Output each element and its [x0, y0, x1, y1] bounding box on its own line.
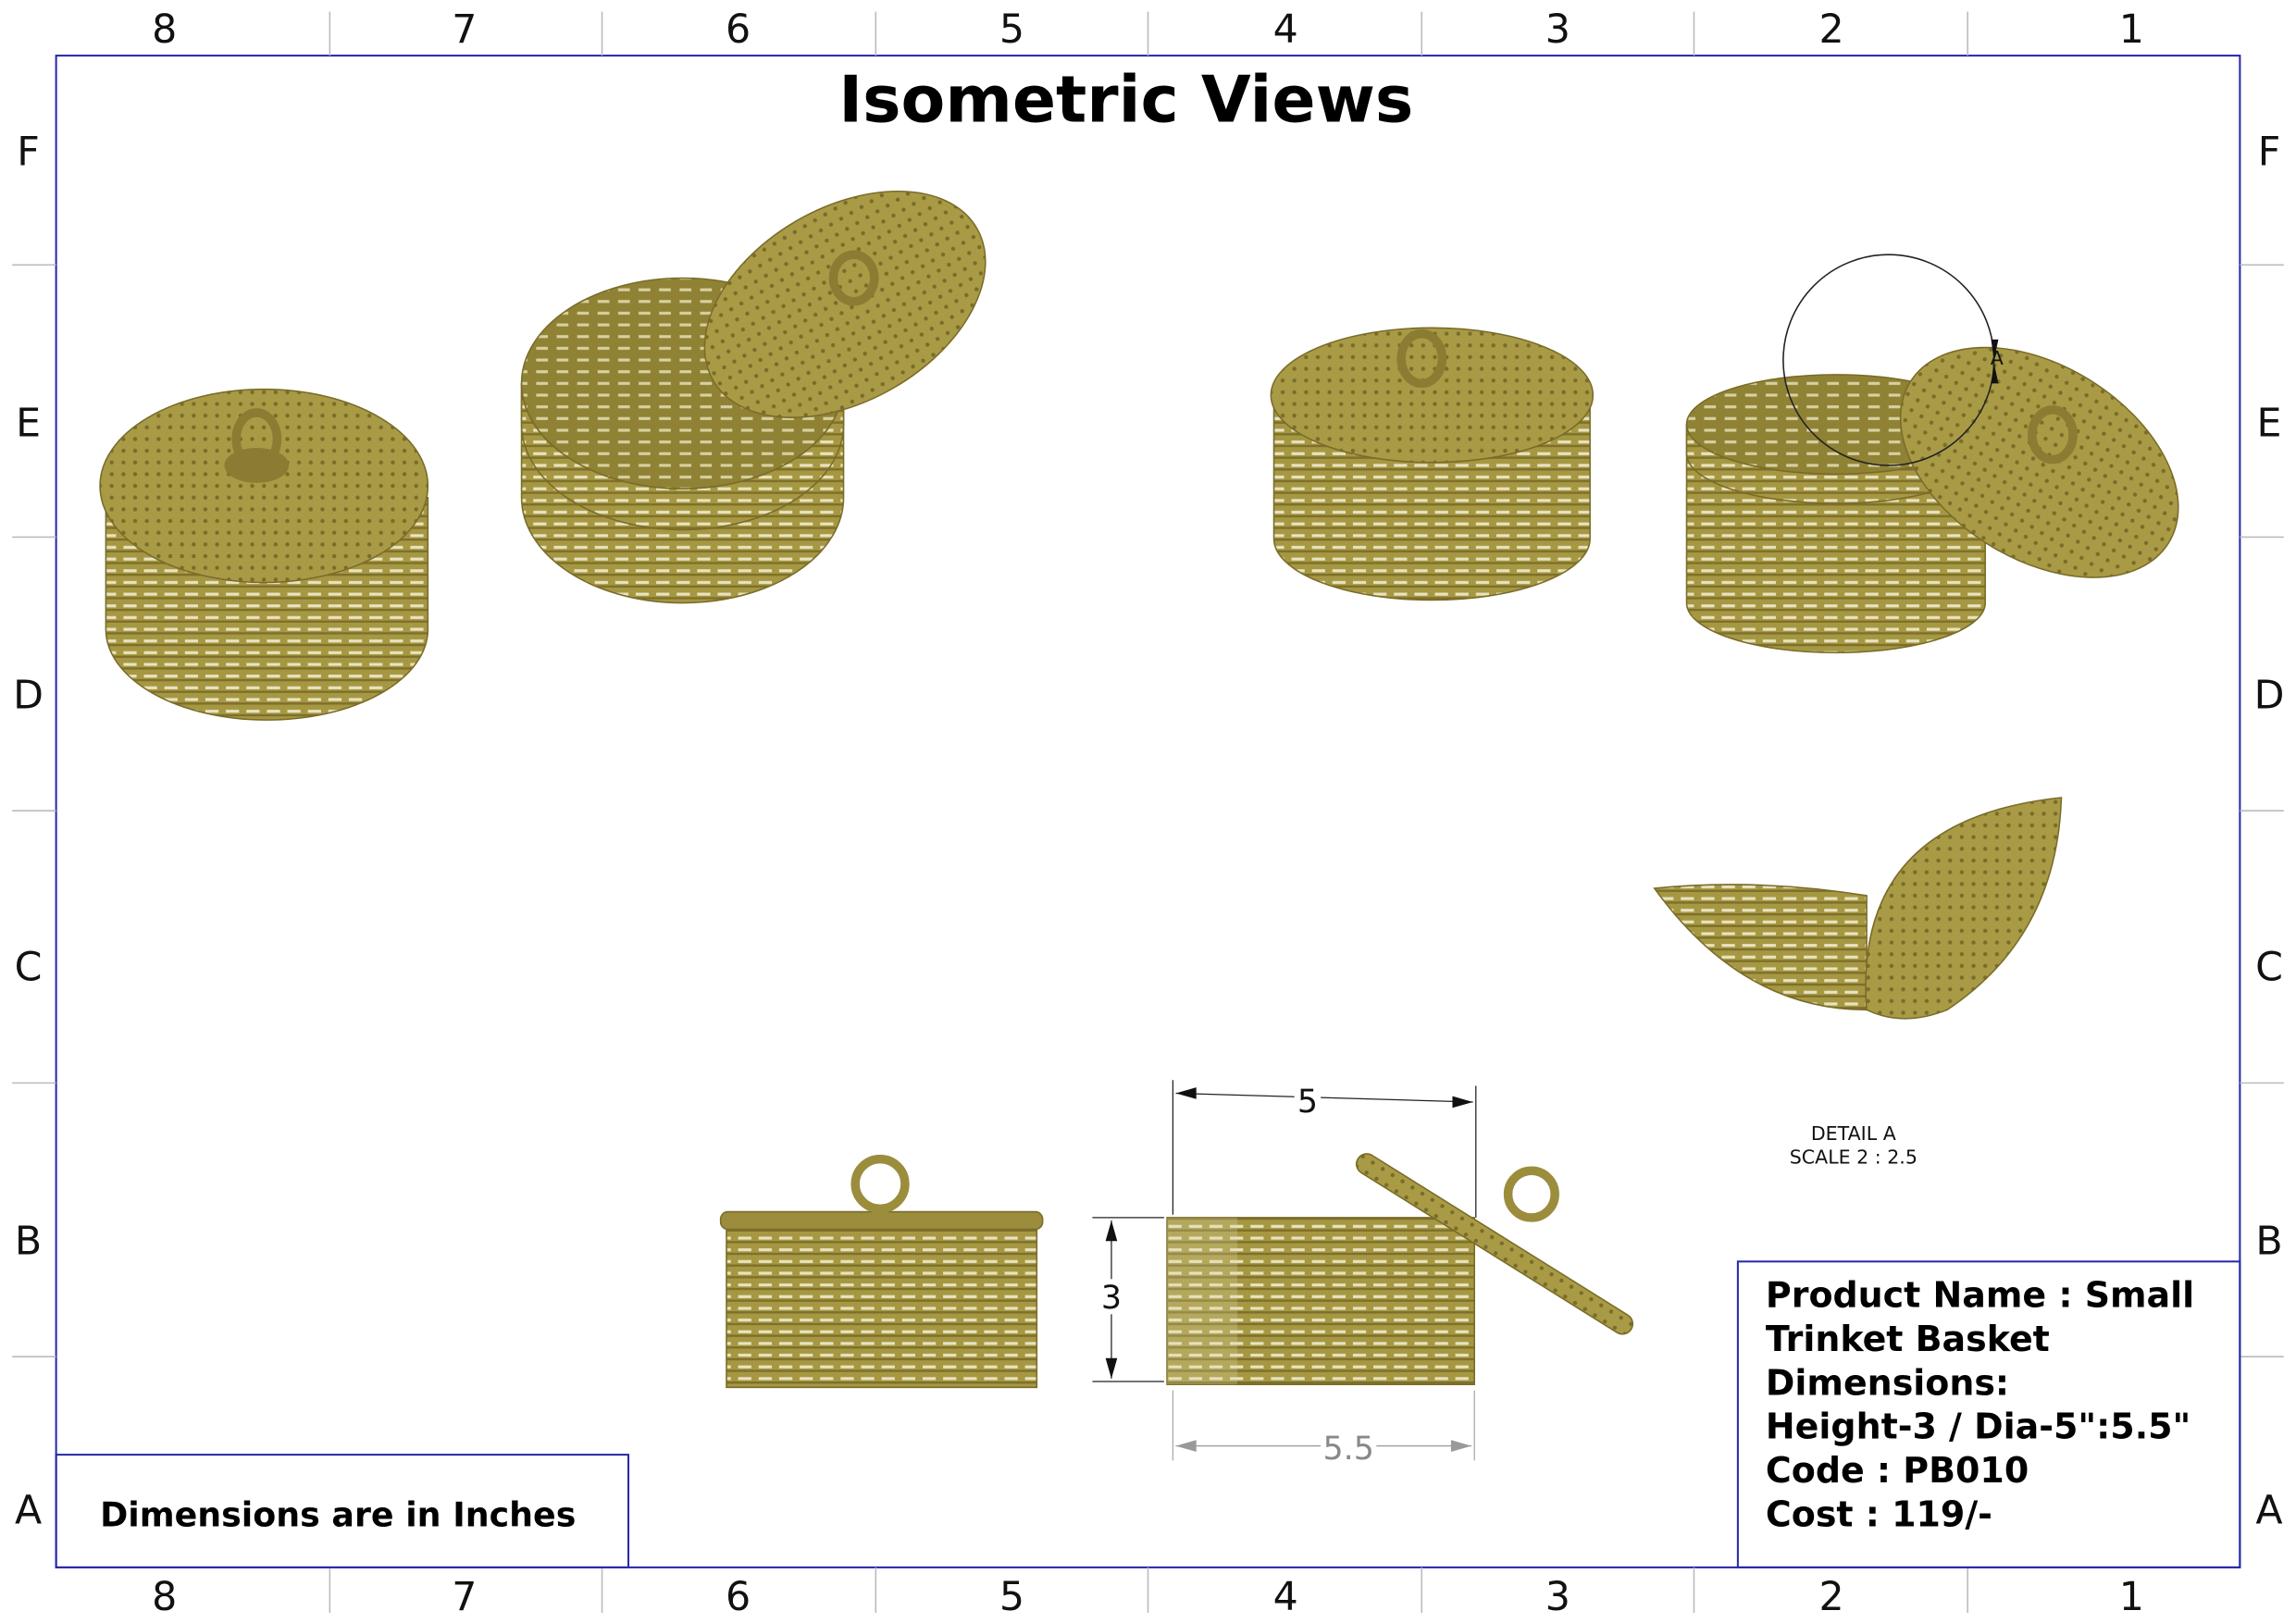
row-labels-left: F E D C B A — [13, 130, 43, 1534]
svg-text:5: 5 — [999, 1574, 1024, 1620]
svg-text:C: C — [15, 945, 43, 991]
svg-text:6: 6 — [726, 1574, 751, 1620]
basket-front-view — [719, 1154, 1044, 1389]
dimensions-value: Height-3 / Dia-5":5.5" — [1766, 1406, 2191, 1447]
svg-text:6: 6 — [726, 6, 751, 53]
title-block: Product Name : Small Trinket Basket Dime… — [1736, 1260, 2241, 1568]
svg-text:1: 1 — [2119, 6, 2144, 53]
svg-text:7: 7 — [452, 6, 477, 53]
svg-text:2: 2 — [1819, 6, 1844, 53]
svg-text:E: E — [16, 400, 41, 446]
detail-arrow-icon — [1991, 339, 1999, 384]
basket-side-view — [1166, 1153, 1634, 1385]
basket-iso-open-right: A — [1685, 254, 2179, 654]
product-cost: Cost : 119/- — [1766, 1494, 1992, 1535]
product-code: Code : PB010 — [1766, 1450, 2029, 1491]
svg-text:5.5: 5.5 — [1323, 1431, 1374, 1468]
dimension-top-width: 5 — [1172, 1080, 1477, 1218]
svg-text:E: E — [2257, 400, 2282, 446]
svg-text:7: 7 — [452, 1574, 477, 1620]
svg-text:A: A — [2255, 1487, 2282, 1533]
svg-text:4: 4 — [1273, 6, 1298, 53]
svg-text:F: F — [17, 130, 40, 176]
svg-text:D: D — [2254, 672, 2285, 718]
svg-text:2: 2 — [1819, 1574, 1844, 1620]
detail-callout-letter: A — [1991, 347, 2004, 369]
svg-text:8: 8 — [152, 1574, 177, 1620]
svg-text:4: 4 — [1273, 1574, 1298, 1620]
units-note: Dimensions are in Inches — [100, 1495, 576, 1535]
detail-label: DETAIL A — [1811, 1122, 1896, 1145]
svg-text:5: 5 — [1297, 1084, 1318, 1121]
svg-text:3: 3 — [1545, 1574, 1570, 1620]
basket-iso-closed-left — [99, 388, 429, 721]
dimension-height: 3 — [1092, 1217, 1164, 1382]
basket-iso-open — [520, 190, 987, 604]
svg-text:8: 8 — [152, 6, 177, 53]
product-name-line2: Trinket Basket — [1766, 1319, 2050, 1359]
detail-scale: SCALE 2 : 2.5 — [1790, 1146, 1917, 1168]
sheet-title: Isometric Views — [838, 62, 1413, 137]
svg-text:5: 5 — [999, 6, 1024, 53]
svg-text:1: 1 — [2119, 1574, 2144, 1620]
svg-text:C: C — [2255, 945, 2283, 991]
column-labels-top: 8 7 6 5 4 3 2 1 — [152, 6, 2144, 53]
svg-text:B: B — [2255, 1218, 2282, 1264]
column-labels-bottom: 8 7 6 5 4 3 2 1 — [152, 1574, 2144, 1620]
row-labels-right: F E D C B A — [2254, 130, 2285, 1534]
dimensions-label: Dimensions: — [1766, 1362, 2009, 1403]
units-note-box: Dimensions are in Inches — [55, 1454, 630, 1568]
svg-text:3: 3 — [1545, 6, 1570, 53]
svg-text:3: 3 — [1101, 1280, 1122, 1317]
zone-ticks — [12, 11, 2284, 1613]
svg-text:A: A — [15, 1487, 42, 1533]
svg-text:F: F — [2258, 130, 2281, 176]
dimension-bottom-width: 5.5 — [1172, 1390, 1475, 1468]
basket-iso-closed-right — [1270, 327, 1595, 601]
svg-text:B: B — [15, 1218, 42, 1264]
svg-text:D: D — [13, 672, 43, 718]
product-name-line1: Product Name : Small — [1766, 1274, 2194, 1315]
detail-a-view — [1653, 797, 2063, 1020]
